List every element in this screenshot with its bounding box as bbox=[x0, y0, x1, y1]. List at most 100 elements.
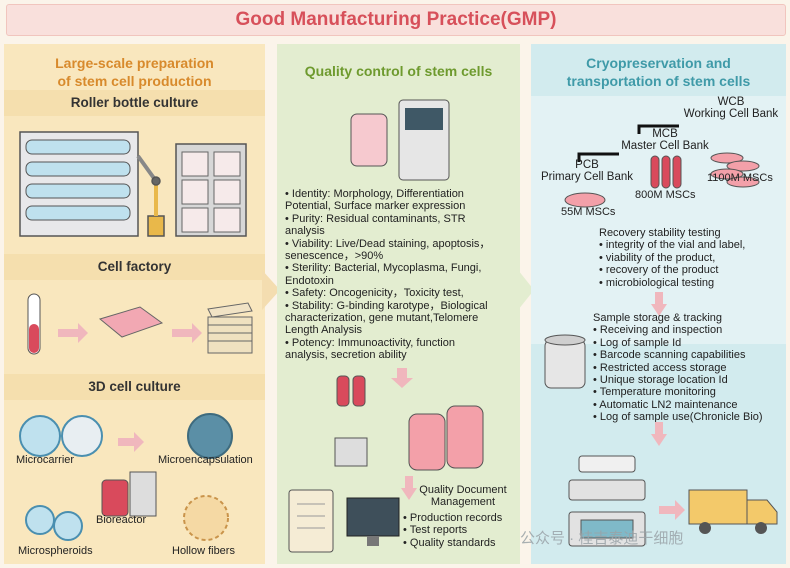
shipping-box bbox=[568, 479, 646, 501]
qc-item: • Safety: Oncogenicity，Toxicity test, bbox=[285, 287, 464, 300]
microencapsulation-label: Microencapsulation bbox=[158, 454, 253, 466]
ln2-tank-illustration bbox=[544, 334, 586, 389]
microencapsulation-icon bbox=[187, 413, 233, 459]
pcb-label: PCB Primary Cell Bank bbox=[537, 159, 637, 184]
down-arrow-icon bbox=[651, 292, 667, 316]
storage-item: • Temperature monitoring bbox=[593, 386, 716, 399]
culture3d-band bbox=[4, 374, 265, 400]
col1-heading-line2: of stem cell production bbox=[57, 73, 212, 89]
qc-item: analysis bbox=[285, 225, 325, 238]
wcb-count: 1100M MSCs bbox=[707, 172, 773, 184]
flow-arrow-1 bbox=[262, 270, 280, 310]
col1-heading-line1: Large-scale preparation bbox=[55, 55, 214, 71]
qc-criteria-list: • Identity: Morphology, Differentiation … bbox=[285, 188, 517, 362]
storage-title: Sample storage & tracking bbox=[593, 312, 723, 324]
pcb-name: Primary Cell Bank bbox=[540, 171, 634, 184]
storage-tracking-list: Sample storage & tracking • Receiving an… bbox=[593, 312, 785, 424]
column-large-scale-preparation: Large-scale preparation of stem cell pro… bbox=[4, 44, 265, 564]
roller-bottle-row bbox=[25, 161, 131, 177]
column-quality-control: Quality control of stem cells • Identity… bbox=[277, 44, 520, 564]
bioreactor-icon bbox=[101, 479, 129, 517]
culture-flask bbox=[98, 306, 164, 338]
cell-factory-illustration bbox=[27, 293, 253, 355]
mcb-label: MCB Master Cell Bank bbox=[615, 128, 715, 153]
storage-item: • Automatic LN2 maintenance bbox=[593, 398, 738, 411]
qc-item: • Identity: Morphology, Differentiation bbox=[285, 188, 464, 200]
truck-icon bbox=[688, 489, 778, 534]
culture-3d-heading: 3D cell culture bbox=[88, 379, 181, 394]
storage-item: • Restricted access storage bbox=[593, 361, 727, 374]
column-cryopreservation: Cryopreservation and transportation of s… bbox=[531, 44, 786, 564]
doc-management-title: Quality Document Management bbox=[408, 484, 518, 509]
microcarrier-label: Microcarrier bbox=[16, 454, 75, 466]
doc-item: • Quality standards bbox=[403, 536, 496, 549]
recovery-item: • integrity of the vial and label, bbox=[599, 239, 746, 252]
shipping-lid bbox=[578, 455, 636, 473]
doc-item: • Test reports bbox=[403, 524, 468, 537]
bioreactor-label: Bioreactor bbox=[96, 514, 147, 526]
mcb-name: Master Cell Bank bbox=[621, 140, 709, 153]
wcb-plates-icon bbox=[710, 152, 760, 188]
doc-title-line2: Management bbox=[430, 496, 496, 509]
arrow-icon bbox=[659, 500, 685, 520]
hollow-fiber-icon bbox=[183, 495, 229, 541]
qc-item: senescence，>90% bbox=[285, 250, 384, 263]
col3-heading-line1: Cryopreservation and bbox=[586, 55, 731, 71]
doc-item: • Production records bbox=[403, 512, 503, 524]
pcb-dish-icon bbox=[564, 192, 606, 208]
qc-item: • Sterility: Bacterial, Mycoplasma, Fung… bbox=[285, 262, 482, 275]
qc-item: Potential, Surface marker expression bbox=[285, 200, 466, 213]
roller-bottle-row bbox=[25, 205, 131, 221]
doc-list: • Production records • Test reports • Qu… bbox=[403, 512, 519, 549]
roller-band bbox=[4, 90, 265, 116]
roller-bottle-heading: Roller bottle culture bbox=[70, 95, 199, 110]
recovery-item: • recovery of the product bbox=[599, 264, 719, 277]
hollow-fibers-label: Hollow fibers bbox=[172, 545, 235, 557]
down-arrow-icon bbox=[401, 476, 417, 500]
roller-bottle-row bbox=[25, 139, 131, 155]
page-title: Good Manufacturing Practice(GMP) bbox=[235, 9, 557, 30]
microspheroid-icon bbox=[25, 505, 55, 535]
microcarrier-icon bbox=[19, 415, 61, 457]
wcb-abbr: WCB bbox=[717, 96, 745, 108]
transport-illustration bbox=[568, 455, 778, 547]
factory-band bbox=[4, 254, 265, 280]
qc-item: • Stability: G-binding karotype，Biologic… bbox=[285, 299, 488, 312]
mcb-abbr: MCB bbox=[652, 128, 678, 140]
qc-item: Length Analysis bbox=[285, 324, 363, 337]
roller-bottle-row bbox=[25, 183, 131, 199]
down-arrow-icon bbox=[651, 422, 667, 446]
arrow-icon bbox=[118, 432, 144, 452]
cell-bank-hierarchy bbox=[564, 124, 760, 208]
storage-item: • Receiving and inspection bbox=[593, 324, 723, 337]
col3-heading: Cryopreservation and transportation of s… bbox=[531, 54, 786, 90]
qc-item: Endotoxin bbox=[285, 274, 334, 287]
col2-heading: Quality control of stem cells bbox=[304, 63, 493, 79]
storage-item: • Log of sample use(Chronicle Bio) bbox=[593, 411, 763, 424]
mcb-count: 800M MSCs bbox=[635, 189, 696, 201]
col1-heading: Large-scale preparation of stem cell pro… bbox=[4, 54, 265, 90]
storage-item: • Barcode scanning capabilities bbox=[593, 349, 746, 362]
roller-bottle-illustration bbox=[19, 131, 247, 237]
culture-3d-illustration bbox=[19, 413, 233, 541]
recovery-item: • viability of the product, bbox=[599, 251, 716, 264]
document-illustration bbox=[288, 489, 400, 553]
arrow-icon bbox=[58, 323, 88, 343]
storage-item: • Log of sample Id bbox=[593, 336, 682, 349]
analyzer-illustration bbox=[350, 99, 450, 181]
recovery-title: Recovery stability testing bbox=[599, 227, 721, 239]
wcb-name: Working Cell Bank bbox=[683, 108, 779, 121]
microspheroids-label: Microspheroids bbox=[18, 545, 93, 557]
recovery-testing-list: Recovery stability testing • integrity o… bbox=[599, 227, 784, 289]
cell-factory-heading: Cell factory bbox=[97, 259, 172, 274]
qc-item: analysis, secretion ability bbox=[285, 349, 407, 362]
qc-item: • Potency: Immunoactivity, function bbox=[285, 336, 455, 349]
title-banner: Good Manufacturing Practice(GMP) bbox=[6, 4, 786, 36]
pcb-abbr: PCB bbox=[575, 159, 599, 171]
qc-item: • Purity: Residual contaminants, STR bbox=[285, 212, 466, 225]
qc-item: • Viability: Live/Dead staining, apoptos… bbox=[285, 237, 491, 250]
pcb-count: 55M MSCs bbox=[561, 206, 616, 218]
cell-factory-stack bbox=[207, 302, 253, 354]
storage-item: • Unique storage location Id bbox=[593, 374, 728, 387]
blood-bag-illustration bbox=[334, 368, 484, 471]
